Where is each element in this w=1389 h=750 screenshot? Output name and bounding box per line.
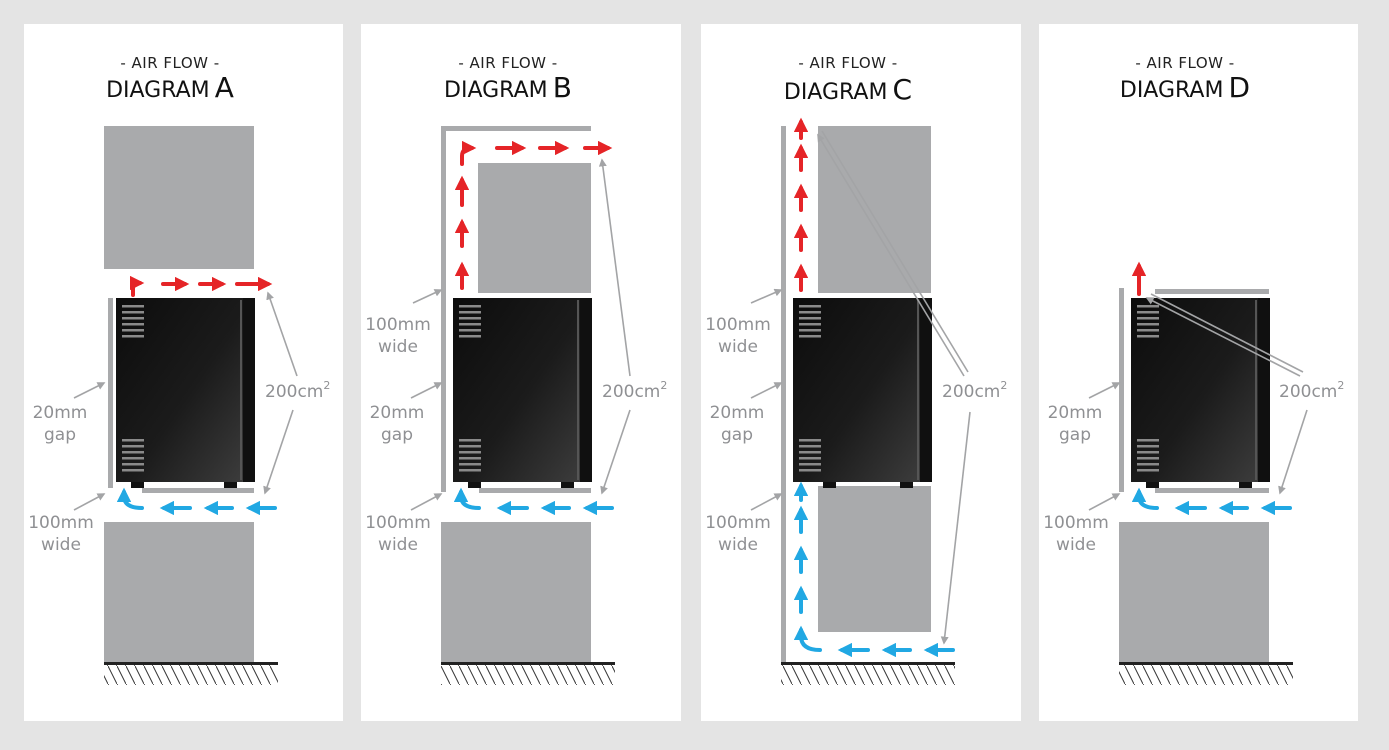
bottom-vent xyxy=(459,439,481,472)
bottom-vent xyxy=(1137,439,1159,472)
top-width-value-label: 100mm xyxy=(365,315,431,335)
foot xyxy=(1146,482,1159,488)
base-vent-strip xyxy=(1155,488,1269,493)
top-shelf xyxy=(441,126,591,131)
diagram-title: DIAGRAM C xyxy=(784,73,912,106)
side-wall xyxy=(108,298,113,488)
floor-line xyxy=(1119,662,1293,665)
cool-air-flow xyxy=(453,487,614,516)
floor-hatch xyxy=(441,665,615,685)
bottom-width-value-label: 100mm xyxy=(705,513,771,533)
diagram-title: DIAGRAM B xyxy=(444,71,572,104)
bottom-width-value-label: 100mm xyxy=(28,513,94,533)
top-width-value-label: 100mm xyxy=(705,315,771,335)
upper-cabinet xyxy=(478,163,591,293)
hot-air-flow xyxy=(129,275,273,297)
door-edge xyxy=(240,300,242,480)
appliance-door xyxy=(920,298,932,482)
upper-cabinet xyxy=(104,126,254,269)
foot xyxy=(131,482,144,488)
dimension-pointers xyxy=(1088,293,1308,511)
vent-area-label: 200cm2 xyxy=(265,379,330,402)
gap-word-label: gap xyxy=(721,425,753,445)
appliance-door xyxy=(580,298,592,482)
foot xyxy=(900,482,913,488)
bottom-width-word-label: wide xyxy=(718,535,758,555)
door-edge xyxy=(577,300,579,480)
side-wall xyxy=(1119,288,1124,492)
top-vent xyxy=(459,305,481,338)
dimension-pointers xyxy=(73,291,298,511)
bottom-vent xyxy=(122,439,144,472)
dimension-pointers xyxy=(410,158,631,511)
door-edge xyxy=(917,300,919,480)
gap-word-label: gap xyxy=(44,425,76,445)
foot xyxy=(823,482,836,488)
floor-hatch xyxy=(781,665,955,685)
diagram-d: - AIR FLOW - DIAGRAM D xyxy=(1039,24,1358,721)
vent-area-label: 200cm2 xyxy=(602,379,667,402)
vent-area-label: 200cm2 xyxy=(942,379,1007,402)
lower-cabinet xyxy=(818,486,931,632)
bottom-width-word-label: wide xyxy=(41,535,81,555)
cool-air-flow xyxy=(793,481,955,658)
top-width-word-label: wide xyxy=(718,337,758,357)
top-width-word-label: wide xyxy=(378,337,418,357)
top-vent xyxy=(799,305,821,338)
dimension-pointers xyxy=(750,130,971,645)
cool-air-flow xyxy=(116,487,277,516)
diagram-a: - AIR FLOW - DIAGRAM A xyxy=(24,24,343,721)
floor-hatch xyxy=(1119,665,1293,685)
lower-cabinet xyxy=(1119,522,1269,664)
diagram-c: - AIR FLOW - DIAGRAM C xyxy=(701,24,1021,721)
top-vent xyxy=(122,305,144,338)
top-vent xyxy=(1137,305,1159,338)
gap-value-label: 20mm xyxy=(33,403,88,423)
bottom-width-word-label: wide xyxy=(378,535,418,555)
door-edge xyxy=(1255,300,1257,480)
gap-value-label: 20mm xyxy=(370,403,425,423)
base-vent-strip xyxy=(479,488,591,493)
gap-word-label: gap xyxy=(381,425,413,445)
floor-line xyxy=(781,662,955,665)
upper-cabinet xyxy=(818,126,931,293)
appliance-body xyxy=(116,298,243,482)
diagram-subtitle: - AIR FLOW - xyxy=(120,54,219,72)
diagram-subtitle: - AIR FLOW - xyxy=(1135,54,1234,72)
base-vent-strip xyxy=(142,488,254,493)
foot xyxy=(1239,482,1252,488)
appliance-body xyxy=(793,298,920,482)
bottom-vent xyxy=(799,439,821,472)
foot xyxy=(224,482,237,488)
foot xyxy=(561,482,574,488)
appliance-door xyxy=(1258,298,1270,482)
diagram-title: DIAGRAM D xyxy=(1120,71,1250,104)
top-strip xyxy=(1155,289,1269,294)
bottom-width-value-label: 100mm xyxy=(365,513,431,533)
hot-air-flow xyxy=(454,140,613,290)
lower-cabinet xyxy=(441,522,591,664)
appliance-body xyxy=(453,298,580,482)
diagram-title: DIAGRAM A xyxy=(106,71,234,104)
bottom-width-value-label: 100mm xyxy=(1043,513,1109,533)
appliance-body xyxy=(1131,298,1258,482)
diagram-b: - AIR FLOW - DIAGRAM B xyxy=(361,24,681,721)
foot xyxy=(468,482,481,488)
gap-word-label: gap xyxy=(1059,425,1091,445)
diagram-subtitle: - AIR FLOW - xyxy=(458,54,557,72)
floor-line xyxy=(441,662,615,665)
diagram-subtitle: - AIR FLOW - xyxy=(798,54,897,72)
side-wall xyxy=(441,126,446,492)
gap-value-label: 20mm xyxy=(710,403,765,423)
bottom-width-word-label: wide xyxy=(1056,535,1096,555)
gap-value-label: 20mm xyxy=(1048,403,1103,423)
vent-area-label: 200cm2 xyxy=(1279,379,1344,402)
appliance-door xyxy=(243,298,255,482)
floor-hatch xyxy=(104,665,278,685)
lower-cabinet xyxy=(104,522,254,664)
side-wall xyxy=(781,126,786,664)
floor-line xyxy=(104,662,278,665)
cool-air-flow xyxy=(1131,487,1292,516)
